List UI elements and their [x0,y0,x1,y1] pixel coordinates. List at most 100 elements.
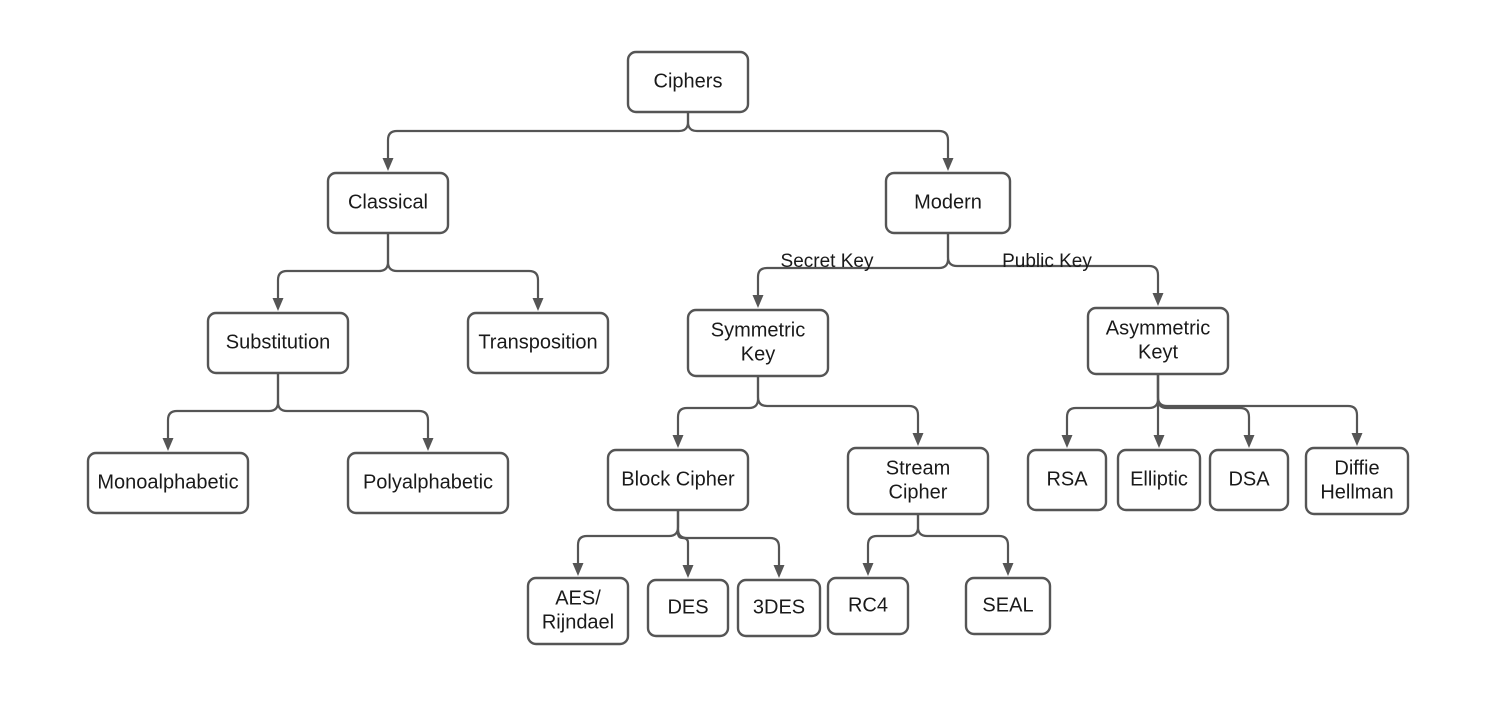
edge-modern-to-asymmetric [946,233,1164,306]
node-box-stream[interactable] [846,446,990,516]
node-label-modern: Modern [914,191,982,213]
node-box-3des[interactable] [736,578,822,638]
arrow-head-icon [272,298,284,311]
node-box-asymmetric[interactable] [1086,306,1230,376]
node-box-aes[interactable] [526,576,630,646]
node-rsa[interactable]: RSA [1026,448,1108,512]
edge-substitution-to-monoalpha [162,373,280,451]
arrow-head-icon [162,438,174,451]
arrow-head-icon [912,433,924,446]
arrow-head-icon [752,295,764,308]
node-label-diffie: Diffie [1334,457,1379,479]
node-elliptic[interactable]: Elliptic [1116,448,1202,512]
arrow-head-icon [1061,435,1073,448]
node-label-monoalpha: Monoalphabetic [97,471,238,493]
node-transposition[interactable]: Transposition [466,311,610,375]
node-label-elliptic: Elliptic [1130,468,1188,490]
edge-block-to-des [676,510,694,578]
node-polyalpha[interactable]: Polyalphabetic [346,451,510,515]
arrow-head-icon [532,298,544,311]
node-label-des: DES [667,596,708,618]
node-label-symmetric: Symmetric [711,319,805,341]
node-label-stream: Stream [886,457,950,479]
node-label-substitution: Substitution [226,331,331,353]
label-secret-key: Secret Key [781,251,874,272]
node-label-seal: SEAL [982,594,1033,616]
edge-ciphers-to-modern [686,112,954,171]
node-seal[interactable]: SEAL [964,576,1052,636]
arrow-head-icon [572,563,584,576]
edge-symmetric-to-stream [756,376,924,446]
node-label-stream: Cipher [889,481,948,503]
node-modern[interactable]: Modern [884,171,1012,235]
arrow-head-icon [1243,435,1255,448]
edge-modern-to-symmetric [752,233,950,308]
node-box-transposition[interactable] [466,311,610,375]
node-classical[interactable]: Classical [326,171,450,235]
node-box-seal[interactable] [964,576,1052,636]
arrow-head-icon [862,563,874,576]
edge-stream-to-seal [916,514,1014,576]
edge-ciphers-to-classical [382,112,690,171]
node-label-asymmetric: Keyt [1138,341,1178,363]
node-box-block[interactable] [606,448,750,512]
node-block[interactable]: Block Cipher [606,448,750,512]
arrow-head-icon [1152,293,1164,306]
node-label-transposition: Transposition [478,331,597,353]
arrow-head-icon [672,435,684,448]
node-box-monoalpha[interactable] [86,451,250,515]
label-public-key: Public Key [1002,251,1092,272]
arrow-head-icon [422,438,434,451]
node-label-asymmetric: Asymmetric [1106,317,1210,339]
arrow-head-icon [1002,563,1014,576]
node-box-ciphers[interactable] [626,50,750,114]
edge-classical-to-substitution [272,233,390,311]
node-label-symmetric: Key [741,343,775,365]
node-label-classical: Classical [348,191,428,213]
node-box-polyalpha[interactable] [346,451,510,515]
edge-substitution-to-polyalpha [276,373,434,451]
node-des[interactable]: DES [646,578,730,638]
node-box-dsa[interactable] [1208,448,1290,512]
node-box-diffie[interactable] [1304,446,1410,516]
arrow-head-icon [1153,435,1165,448]
arrow-head-icon [682,565,694,578]
node-label-ciphers: Ciphers [654,70,723,92]
node-substitution[interactable]: Substitution [206,311,350,375]
node-label-aes: Rijndael [542,611,614,633]
edges-layer [162,112,1363,578]
node-label-diffie: Hellman [1320,481,1393,503]
node-dsa[interactable]: DSA [1208,448,1290,512]
arrow-head-icon [773,565,785,578]
node-ciphers[interactable]: Ciphers [626,50,750,114]
node-monoalpha[interactable]: Monoalphabetic [86,451,250,515]
edge-classical-to-transposition [386,233,544,311]
node-label-dsa: DSA [1228,468,1270,490]
node-box-elliptic[interactable] [1116,448,1202,512]
node-label-rsa: RSA [1046,468,1088,490]
node-box-rsa[interactable] [1026,448,1108,512]
arrow-head-icon [382,158,394,171]
node-rc4[interactable]: RC4 [826,576,910,636]
arrow-head-icon [1351,433,1363,446]
node-box-modern[interactable] [884,171,1012,235]
edge-block-to-3des [676,510,785,578]
node-3des[interactable]: 3DES [736,578,822,638]
node-box-des[interactable] [646,578,730,638]
node-label-polyalpha: Polyalphabetic [363,471,493,493]
node-box-classical[interactable] [326,171,450,235]
node-box-substitution[interactable] [206,311,350,375]
node-aes[interactable]: AES/Rijndael [526,576,630,646]
node-box-symmetric[interactable] [686,308,830,378]
node-label-rc4: RC4 [848,594,888,616]
node-box-rc4[interactable] [826,576,910,636]
edge-labels-layer: Secret Key Public Key [781,251,1093,272]
node-label-block: Block Cipher [621,468,735,490]
